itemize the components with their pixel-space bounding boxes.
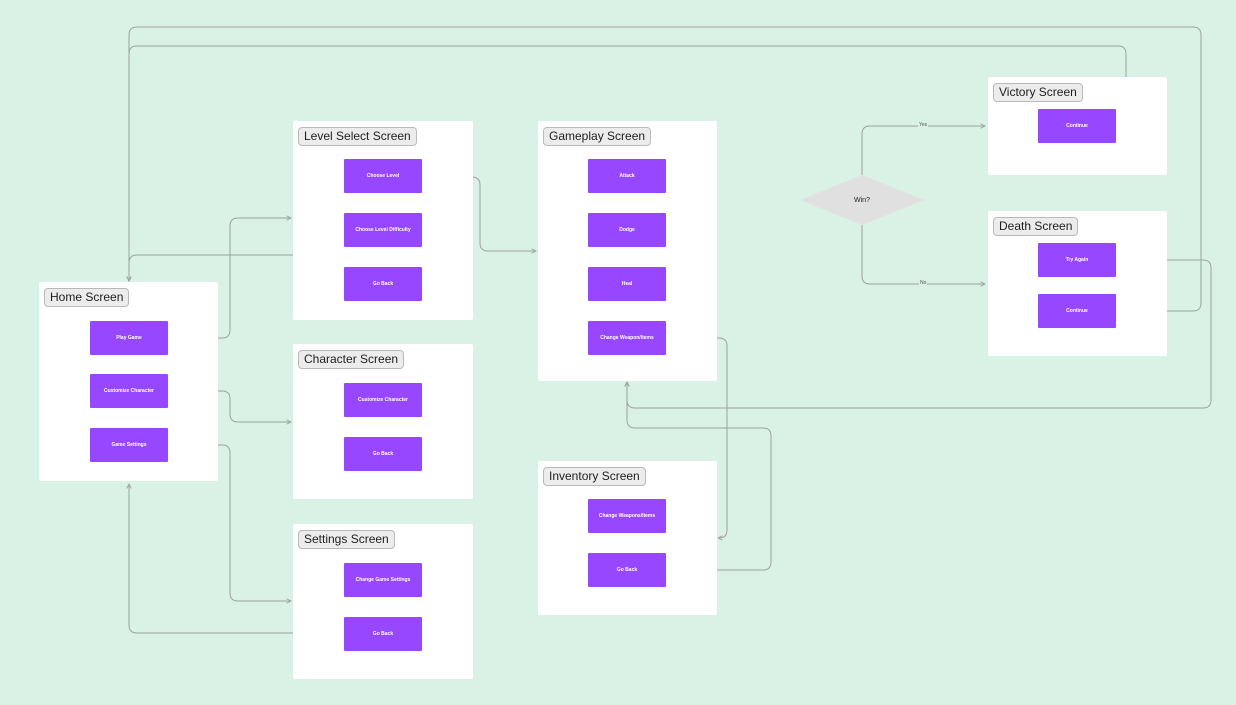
frame-title: Settings Screen [298, 530, 395, 549]
frame-title: Home Screen [44, 288, 130, 307]
go-back-button[interactable]: Go Back [344, 437, 422, 471]
decision-label: Win? [854, 196, 870, 204]
customize-character-button[interactable]: Customize Character [344, 383, 422, 417]
choose-level-button[interactable]: Choose Level [344, 159, 422, 193]
frame-title: Gameplay Screen [543, 127, 652, 146]
customize-character-button[interactable]: Customize Character [90, 374, 168, 408]
frame-title: Character Screen [298, 350, 405, 369]
frame-title: Level Select Screen [298, 127, 417, 146]
yes-edge-label: Yes [918, 122, 929, 128]
character-screen-frame: Character Screen Customize Character Go … [293, 344, 473, 499]
go-back-button[interactable]: Go Back [588, 553, 666, 587]
frame-title: Inventory Screen [543, 467, 646, 486]
death-screen-frame: Death Screen Try Again Continue [988, 211, 1167, 356]
continue-button[interactable]: Continue [1038, 294, 1116, 328]
game-settings-button[interactable]: Game Settings [90, 428, 168, 462]
decision-diamond-shape [800, 175, 924, 225]
try-again-button[interactable]: Try Again [1038, 243, 1116, 277]
choose-level-difficulty-button[interactable]: Choose Level Difficulty [344, 213, 422, 247]
settings-screen-frame: Settings Screen Change Game Settings Go … [293, 524, 473, 679]
connector-decision-no [861, 225, 985, 284]
connector-decision-yes [861, 126, 985, 175]
dodge-button[interactable]: Dodge [588, 213, 666, 247]
play-game-button[interactable]: Play Game [90, 321, 168, 355]
heal-button[interactable]: Heal [588, 267, 666, 301]
win-decision-node[interactable]: Win? [800, 175, 924, 225]
change-game-settings-button[interactable]: Change Game Settings [344, 563, 422, 597]
go-back-button[interactable]: Go Back [344, 267, 422, 301]
frame-title: Victory Screen [993, 83, 1083, 102]
home-screen-frame: Home Screen Play Game Customize Characte… [39, 282, 218, 481]
go-back-button[interactable]: Go Back [344, 617, 422, 651]
continue-button[interactable]: Continue [1038, 109, 1116, 143]
attack-button[interactable]: Attack [588, 159, 666, 193]
change-weapons-items-button[interactable]: Change Weapons/Items [588, 499, 666, 533]
level-select-screen-frame: Level Select Screen Choose Level Choose … [293, 121, 473, 320]
inventory-screen-frame: Inventory Screen Change Weapons/Items Go… [538, 461, 717, 615]
no-edge-label: No [919, 280, 928, 286]
change-weapon-items-button[interactable]: Change Weapon/Items [588, 321, 666, 355]
frame-title: Death Screen [993, 217, 1079, 236]
victory-screen-frame: Victory Screen Continue [988, 77, 1167, 175]
gameplay-screen-frame: Gameplay Screen Attack Dodge Heal Change… [538, 121, 717, 381]
